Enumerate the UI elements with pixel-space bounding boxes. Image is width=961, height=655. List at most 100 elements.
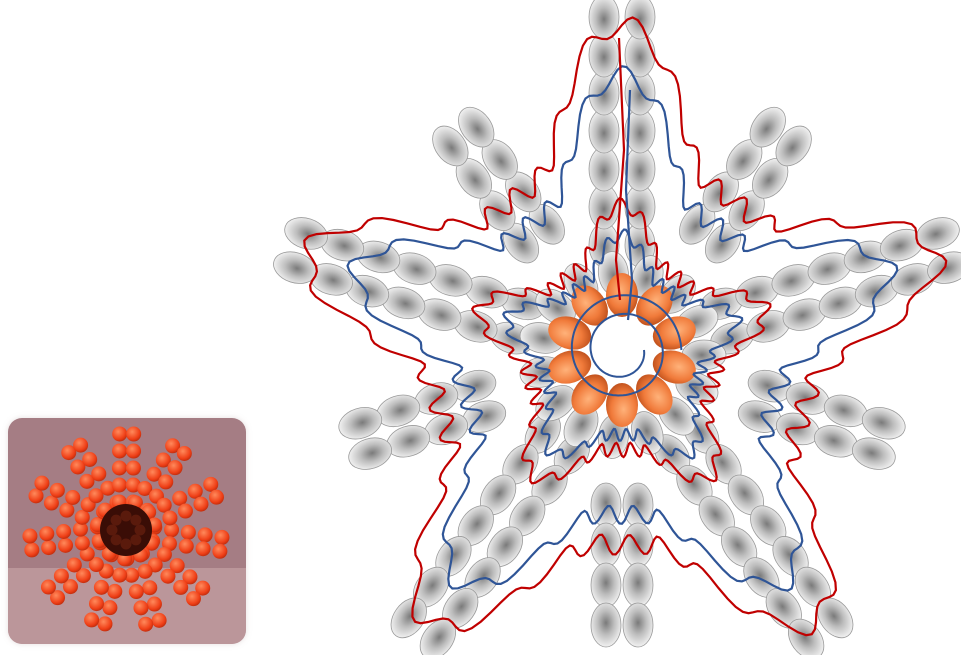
photo-bead — [214, 529, 230, 545]
photo-bead — [169, 558, 185, 574]
photo-bead — [59, 502, 75, 518]
gray-beads-layer — [273, 0, 961, 655]
photo-bead — [165, 438, 181, 454]
photo-bead — [133, 600, 149, 616]
gray-bead — [338, 407, 383, 440]
gray-bead — [631, 411, 664, 455]
photo-bead — [72, 521, 88, 537]
photo-bead — [62, 579, 78, 595]
photo-bead — [193, 496, 209, 512]
center-bead — [636, 285, 673, 326]
photo-bead — [156, 497, 172, 513]
photo-bead — [70, 459, 86, 475]
gray-bead — [622, 482, 654, 528]
gray-bead — [590, 522, 622, 568]
photo-center-bead — [106, 524, 118, 536]
photo-bead — [43, 495, 59, 511]
photo-bead — [28, 488, 44, 504]
photo-bead — [82, 451, 98, 467]
photo-bead — [58, 537, 74, 553]
photo-center-bead — [110, 534, 122, 546]
center-bead — [548, 316, 592, 350]
photo-bead — [178, 538, 194, 554]
center-bead — [652, 350, 696, 384]
gray-bead — [590, 562, 622, 608]
gray-bead — [535, 385, 576, 422]
photo-bead — [79, 473, 95, 489]
photo-bead — [88, 596, 104, 612]
photo-bead — [102, 600, 118, 616]
photo-bead — [24, 542, 40, 558]
photo-bead — [111, 460, 127, 476]
photo-bead — [93, 579, 109, 595]
photo-bead — [40, 579, 56, 595]
gray-bead — [775, 125, 812, 167]
photo-bead — [124, 567, 140, 583]
photo-bead — [151, 612, 167, 628]
photo-bead — [125, 477, 141, 493]
center-bead — [636, 374, 673, 415]
photo-bead — [66, 557, 82, 573]
photo-bead — [34, 475, 50, 491]
photo-bead — [74, 509, 90, 525]
gray-bead — [861, 407, 906, 440]
photo-bead — [173, 579, 189, 595]
blue-thread-lead — [624, 89, 634, 321]
photo-bead — [164, 522, 180, 538]
photo-bead — [107, 583, 123, 599]
photo-center-bead — [134, 524, 146, 536]
photo-bead — [167, 460, 183, 476]
photo-bead — [49, 482, 65, 498]
gray-bead — [590, 602, 622, 648]
photo-bead — [146, 466, 162, 482]
gray-bead — [348, 437, 392, 470]
photo-bead — [158, 474, 174, 490]
photo-bead — [172, 490, 188, 506]
photo-bead — [187, 483, 203, 499]
gray-bead — [622, 602, 654, 648]
photo-bead — [91, 466, 107, 482]
gray-bead — [284, 217, 328, 250]
photo-bead — [75, 568, 91, 584]
photo-bead — [112, 443, 128, 459]
photo-bead — [137, 480, 153, 496]
photo-bead — [84, 612, 100, 628]
photo-bead — [160, 568, 176, 584]
photo-center-bead — [120, 510, 132, 522]
thread-paths-layer — [303, 16, 948, 637]
photo-bead — [176, 445, 192, 461]
photo-center-bead — [130, 534, 142, 546]
photo-bead — [111, 477, 127, 493]
photo-bead — [180, 524, 196, 540]
photo-bead — [142, 580, 158, 596]
photo-bead — [97, 616, 113, 632]
center-bead — [606, 383, 638, 427]
red-thread-outer — [303, 16, 948, 637]
photo-bead — [182, 569, 198, 585]
center-spiral-thread — [570, 294, 683, 397]
photo-bead — [39, 526, 55, 542]
photo-bead — [125, 460, 141, 476]
gray-bead — [458, 106, 495, 148]
photo-bead — [156, 546, 172, 562]
gray-bead — [852, 437, 896, 470]
photo-bead — [74, 535, 90, 551]
photo-bead — [162, 510, 178, 526]
red-thread-inner — [470, 196, 772, 485]
gray-bead — [588, 108, 620, 154]
gray-bead — [624, 184, 656, 230]
photo-bead — [126, 443, 142, 459]
photo-bead — [195, 580, 211, 596]
photo-bead — [126, 426, 142, 442]
photo-bead — [138, 616, 154, 632]
photo-bead — [212, 543, 228, 559]
photo-bead — [128, 584, 144, 600]
photo-center-bead — [130, 514, 142, 526]
photo-bead — [177, 503, 193, 519]
center-beads-layer — [548, 273, 696, 427]
photo-bead — [195, 541, 211, 557]
photo-bead — [41, 540, 57, 556]
blue-thread-outer — [346, 65, 899, 592]
gray-bead — [390, 597, 427, 639]
center-bead — [652, 316, 696, 350]
